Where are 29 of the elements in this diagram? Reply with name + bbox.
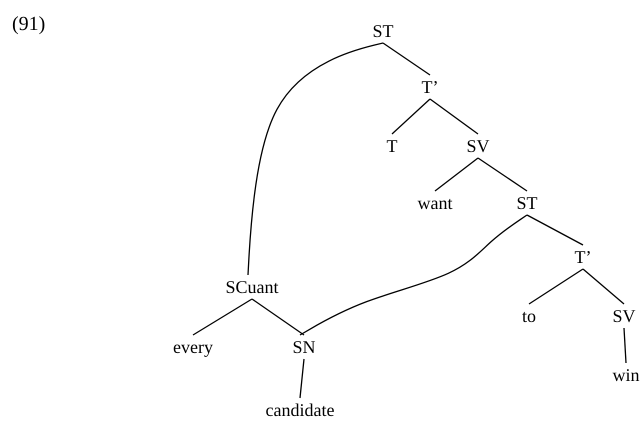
tree-node-label: SN	[292, 335, 316, 359]
tree-node-label: want	[416, 191, 454, 215]
tree-node-label: ST	[516, 191, 538, 215]
tree-node-label: T’	[420, 75, 440, 99]
tree-branch	[478, 157, 528, 192]
tree-node-label: SCuant	[224, 275, 280, 299]
tree-node-label: T	[386, 134, 398, 158]
tree-node-label: win	[612, 363, 640, 387]
tree-node-label: T’	[574, 245, 592, 269]
example-number: (91)	[12, 14, 46, 34]
movement-curve	[247, 42, 384, 276]
tree-branch	[582, 268, 624, 304]
tree-branch	[623, 328, 627, 364]
tree-node-label: candidate	[264, 398, 336, 422]
tree-branch	[299, 358, 305, 398]
tree-node-label: SV	[612, 304, 636, 328]
tree-node-label: every	[172, 335, 214, 359]
tree-branch	[252, 298, 304, 336]
tree-node-label: SV	[466, 134, 490, 158]
tree-branch	[392, 98, 430, 134]
tree-branch	[430, 98, 478, 135]
tree-branch	[434, 157, 478, 192]
tree-node-label: ST	[372, 19, 394, 43]
tree-branch	[528, 268, 584, 305]
movement-curve	[300, 214, 528, 336]
tree-branch	[526, 214, 584, 246]
tree-node-label: to	[521, 304, 537, 328]
tree-branch	[192, 298, 252, 336]
tree-branch	[382, 42, 430, 76]
